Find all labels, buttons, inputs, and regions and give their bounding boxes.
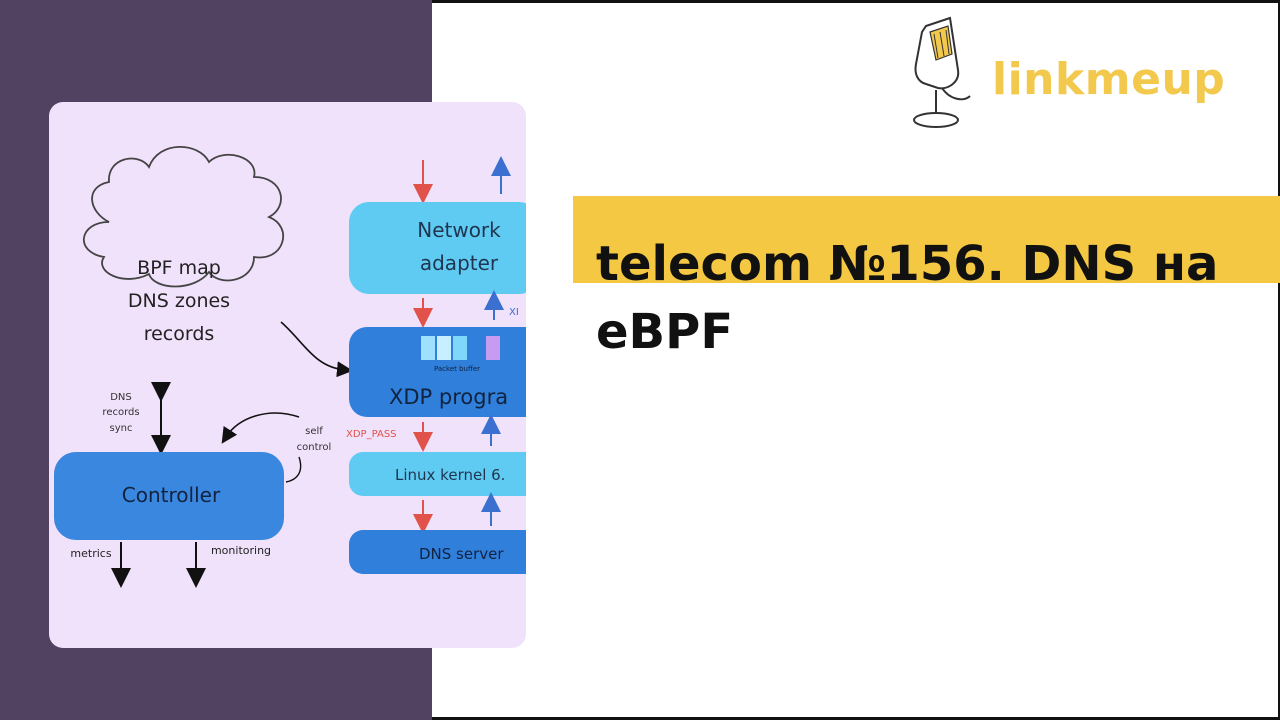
microphone-icon [913, 16, 971, 128]
controller-label: Controller [122, 483, 221, 507]
top-border [432, 0, 1280, 3]
network-adapter-label-1: Network [417, 218, 501, 242]
packet-buffer-label: Packet buffer [434, 365, 480, 373]
diagram-svg: BPF map DNS zones records DNS records sy… [54, 145, 526, 588]
self-control-label-1: self [305, 426, 323, 437]
xdp-program-box [349, 327, 526, 417]
sync-label-1: DNS [110, 392, 132, 403]
title-highlight-bar [573, 196, 1280, 283]
linux-kernel-label: Linux kernel 6. [395, 466, 505, 484]
xdp-pass-label: XDP_PASS [346, 429, 397, 440]
self-control-label-2: control [297, 442, 332, 453]
dns-server-box [349, 530, 526, 574]
monitoring-label: monitoring [211, 544, 271, 557]
cloud-line-1: BPF map [137, 257, 221, 279]
cloud-line-3: records [144, 323, 215, 345]
brand-logo: linkmeup [908, 14, 1248, 132]
bottom-border [432, 717, 1280, 720]
architecture-diagram: BPF map DNS zones records DNS records sy… [49, 102, 526, 648]
network-adapter-box [349, 202, 526, 294]
dns-server-label: DNS server [419, 545, 504, 563]
logo-text: linkmeup [992, 54, 1226, 105]
network-adapter-label-2: adapter [420, 251, 499, 275]
xdp-program-label: XDP progra [389, 385, 508, 409]
right-border [1278, 0, 1280, 720]
metrics-label: metrics [70, 547, 111, 560]
bpf-map-cloud [83, 145, 285, 288]
cloud-line-2: DNS zones [128, 290, 230, 312]
sync-label-3: sync [110, 423, 133, 434]
map-to-xdp-arrow [280, 321, 353, 378]
xdp-side-label: XI [509, 307, 519, 318]
episode-title: telecom №156. DNS на eBPF [596, 236, 1219, 360]
sync-label-2: records [102, 407, 139, 418]
linux-kernel-box [349, 452, 526, 496]
self-control-arrow [221, 412, 300, 444]
controller-box [54, 452, 284, 540]
